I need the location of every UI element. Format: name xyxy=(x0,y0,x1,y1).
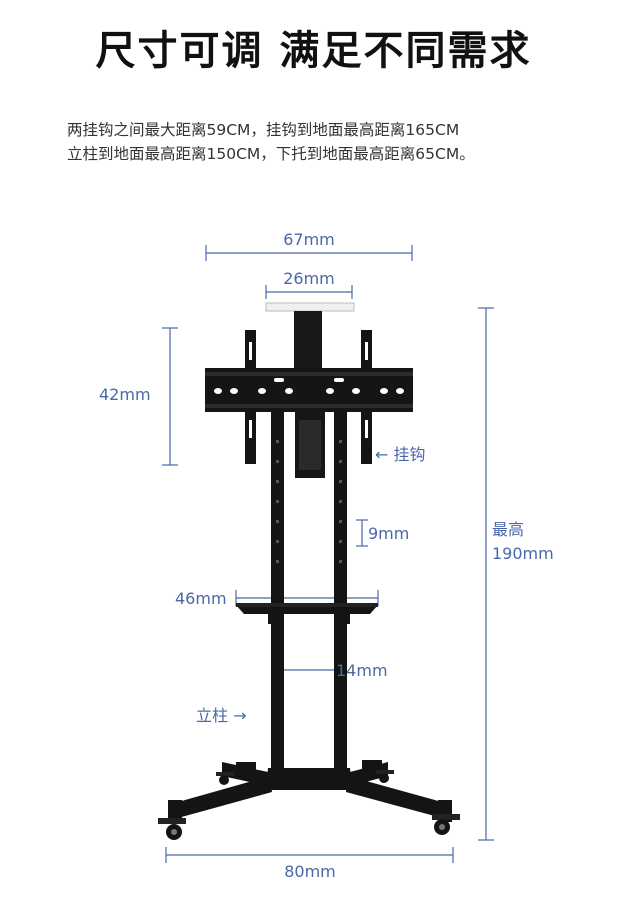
label-bracket-height: 42mm xyxy=(99,385,151,404)
label-column-gap: 14mm xyxy=(336,661,388,680)
column-callout: 立柱 → xyxy=(196,702,247,726)
stand-drawing xyxy=(158,302,460,840)
label-max-height-title: 最高 xyxy=(492,520,525,539)
description-line-2: 立柱到地面最高距离150CM，下托到地面最高距离65CM。 xyxy=(67,145,475,163)
right-column xyxy=(334,378,347,778)
bracket-holes xyxy=(214,378,404,394)
label-top-width: 67mm xyxy=(283,230,335,249)
label-column: 立柱 xyxy=(196,706,229,725)
label-hook: 挂钩 xyxy=(393,445,426,464)
page-title: 尺寸可调 满足不同需求 xyxy=(95,28,532,74)
description-line-1: 两挂钩之间最大距离59CM，挂钩到地面最高距离165CM xyxy=(67,121,460,139)
label-base-width: 80mm xyxy=(284,862,336,881)
top-tray-post xyxy=(294,311,322,369)
arrow-right-icon: → xyxy=(233,706,247,725)
label-shelf-width: 46mm xyxy=(175,589,227,608)
label-max-height-value: 190mm xyxy=(492,544,554,563)
label-max-height: 最高 190mm xyxy=(492,518,554,566)
left-column xyxy=(271,378,284,778)
hook-callout: ← 挂钩 xyxy=(375,441,426,465)
casters xyxy=(158,770,460,840)
top-tray xyxy=(265,302,355,312)
description: 两挂钩之间最大距离59CM，挂钩到地面最高距离165CM 立柱到地面最高距离15… xyxy=(67,118,607,166)
label-hole-spacing: 9mm xyxy=(368,524,410,543)
base xyxy=(168,760,452,822)
shelf xyxy=(236,605,378,614)
arrow-left-icon: ← xyxy=(375,445,389,464)
label-tray-width: 26mm xyxy=(283,269,335,288)
